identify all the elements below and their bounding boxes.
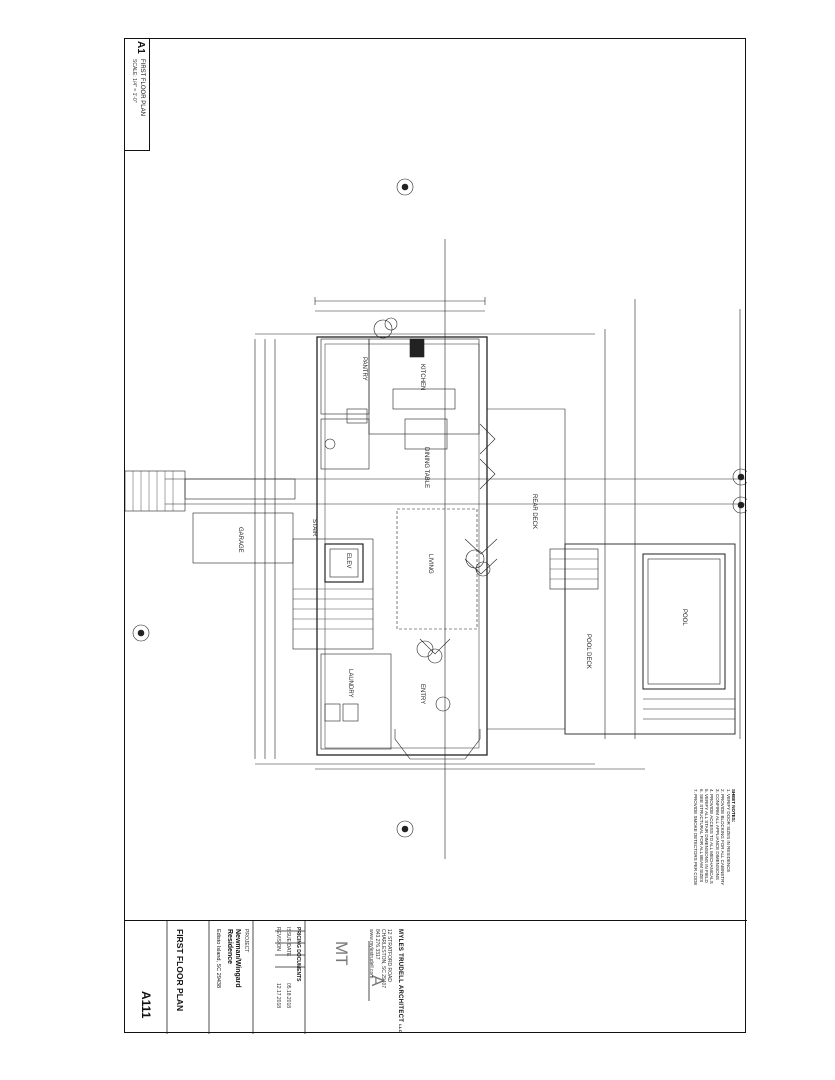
- project-name: Newman/Wingard Residence: [226, 929, 241, 988]
- sheet-title: FIRST FLOOR PLAN: [175, 929, 185, 1012]
- issue-label: ISSUE DATE: [285, 927, 291, 957]
- room-label-dining: DINING TABLE: [423, 447, 429, 489]
- sheet-note: 3. CONFIRM ALL APPLIANCE DIMENSIONS: [714, 789, 720, 880]
- room-label-elevator: ELEV: [345, 553, 351, 569]
- room-label-kitchen: KITCHEN: [419, 364, 425, 391]
- sheet-note: 5. VERIFY ALL STAIR DIMENSIONS IN FIELD: [703, 789, 709, 883]
- room-label-laundry: LAUNDRY: [347, 669, 353, 698]
- drawing-title-box: A1 FIRST FLOOR PLAN SCALE: 1/4" = 1'-0": [125, 39, 150, 151]
- firm-suffix: LLC: [398, 1024, 403, 1033]
- project-label: PROJECT: [243, 929, 249, 953]
- sheet-notes: SHEET NOTES: 1. VERIFY DOOR SIZES IN RES…: [693, 789, 736, 885]
- firm-monogram-top: MT: [332, 941, 351, 966]
- sheet-number: A111: [139, 991, 153, 1019]
- title-block-frame: [166, 921, 370, 1034]
- title-block: A111 FIRST FLOOR PLAN PROJECT Newman/Win…: [125, 921, 747, 1034]
- room-label-pool-deck: POOL DECK: [585, 634, 591, 669]
- room-label-entry: ENTRY: [419, 684, 425, 705]
- firm-name-line: MYLES TRUDELL ARCHITECT LLC: [397, 929, 403, 1033]
- sheet-note: 6. SEE STRUCTURAL FOR ALL BEAM SIZES: [698, 789, 704, 883]
- firm-address-1: 12 STRATFORD ROAD: [386, 929, 392, 982]
- room-label-living: LIVING: [427, 554, 433, 574]
- phase: PRICING DOCUMENTS: [295, 927, 301, 982]
- floor-plan: [125, 178, 747, 859]
- revision-date: 12.17.2018: [275, 983, 281, 1009]
- drawing-sheet: A1 FIRST FLOOR PLAN SCALE: 1/4" = 1'-0": [124, 38, 747, 1034]
- firm-name: MYLES TRUDELL ARCHITECT: [397, 929, 403, 1023]
- sheet-notes-title: SHEET NOTES:: [731, 789, 736, 823]
- room-label-pool: POOL: [681, 609, 687, 626]
- room-label-stair: STAIR: [311, 519, 317, 537]
- room-label-rear-deck: REAR DECK: [531, 494, 537, 530]
- sheet-note: 2. PROVIDE BLOCKING FOR ALL CABINETRY: [720, 789, 726, 886]
- firm-address-2: CHARLESTON, SC 29407: [380, 929, 386, 989]
- sheet-note: 4. PROVIDE ACCESS TO ALL MECHANICALS: [709, 789, 715, 884]
- project-address: Edisto Island, SC 29438: [215, 929, 221, 989]
- sheet-note: 7. PROVIDE SMOKE DETECTORS PER CODE: [693, 789, 699, 886]
- firm-info: MYLES TRUDELL ARCHITECT LLC 12 STRATFORD…: [368, 929, 403, 1033]
- issue-date: 05.18.2018: [285, 983, 291, 1009]
- revision-label: REVISION: [275, 927, 281, 951]
- drawing-area: A1 FIRST FLOOR PLAN SCALE: 1/4" = 1'-0": [125, 39, 747, 921]
- room-label-pantry: PANTRY: [361, 357, 367, 381]
- sheet-note: 1. VERIFY DOOR SIZES IN RESIDENCE: [725, 789, 731, 873]
- firm-web: www.mylestrudell.com: [368, 929, 374, 979]
- room-label-garage: GARAGE: [237, 527, 243, 553]
